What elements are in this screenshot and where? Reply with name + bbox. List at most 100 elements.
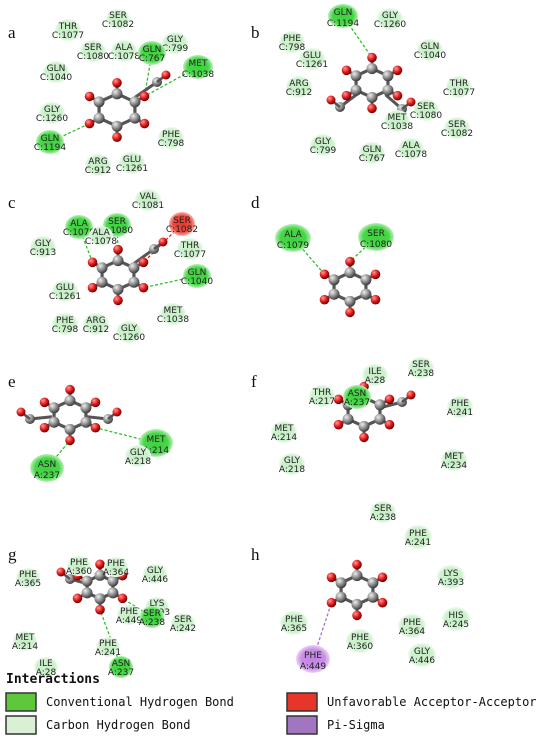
legend-swatch [5,715,37,735]
oxygen-atom [84,91,95,102]
legend-swatch [286,692,318,712]
residue-name: GLY [44,105,61,115]
residue-id: A:242 [170,624,196,634]
residue-name: GLY [121,324,138,334]
interaction-line-conventional [342,15,373,58]
residue-name: PHE [99,639,117,649]
residue-disc [117,605,141,625]
residue-disc [80,40,106,62]
residue-name: GLY [130,448,147,458]
residue-name: ALA [70,219,88,229]
residue-disc [83,313,109,335]
oxygen-atom [392,90,403,101]
oxygen-atom [117,593,128,604]
residue-name: GLN [41,134,60,144]
residue-disc [30,236,56,258]
residue-id: A:237 [34,471,60,481]
residue-name: GLN [188,268,207,278]
residue-id: A:28 [365,376,386,386]
residue-id: C:1082 [102,20,134,30]
carbon-atom [129,96,141,108]
residue-id: C:912 [85,166,112,176]
residue-id: C:1079 [63,228,95,238]
residue-id: C:1038 [157,315,189,325]
residue-id: A:365 [15,579,41,589]
panel-letter: c [8,193,16,212]
oxygen-atom [90,422,101,433]
legend-item: Pi-Sigma [286,715,385,735]
residue-id: C:1082 [441,129,473,139]
residue-name: LYS [149,599,164,609]
residue-name: SER [173,216,191,226]
residue-id: A:241 [95,648,121,658]
residue-id: A:214 [271,433,297,443]
oxygen-atom [341,65,352,76]
residue-id: C:798 [52,325,79,335]
residue-disc [417,39,443,61]
residue-name: SER [412,360,430,370]
residue-name: MET [445,452,464,462]
residue-disc [111,40,137,62]
residue-name: THR [449,79,469,89]
residue-name: SER [143,609,161,619]
ligand-molecule [87,237,168,306]
ligand-molecule [56,559,128,615]
residue-id: C:1080 [77,52,109,62]
residue-disc [183,55,213,79]
oxygen-atom [326,95,336,105]
residue-name: GLY [382,11,399,21]
panel-letter: a [8,23,16,42]
residue-id: C:1260 [36,114,68,124]
residue-id: C:1260 [374,20,406,30]
carbon-atom [351,570,363,582]
residue-id: C:1077 [52,31,84,41]
residue-disc [160,303,186,325]
residue-id: C:1080 [101,226,133,236]
residue-disc [52,280,78,302]
residue-id: C:1081 [132,201,164,211]
carbon-atom [80,416,92,428]
residue-id: C:1078 [108,52,140,62]
oxygen-atom [138,282,149,293]
residue-disc [30,454,64,482]
residue-name: GLN [363,145,382,155]
oxygen-atom [333,394,344,405]
carbon-atom [64,423,76,435]
legend-swatch [5,692,37,712]
carbon-atom [96,262,108,274]
residue-id: A:237 [344,398,370,408]
interaction-lines [342,15,373,58]
residue-name: PHE [120,607,138,617]
residue-id: A:238 [370,513,396,523]
residue-disc [13,631,37,651]
carbon-atom [81,575,93,587]
oxygen-atom [352,559,362,570]
residue-disc [109,656,133,678]
oxygen-atom [95,604,105,615]
oxygen-atom [370,269,381,280]
oxygen-atom [138,257,149,268]
residue-disc [408,643,436,667]
residue-name: GLN [421,42,440,52]
oxygen-atom [139,91,150,102]
residue-id: A:28 [36,668,57,678]
